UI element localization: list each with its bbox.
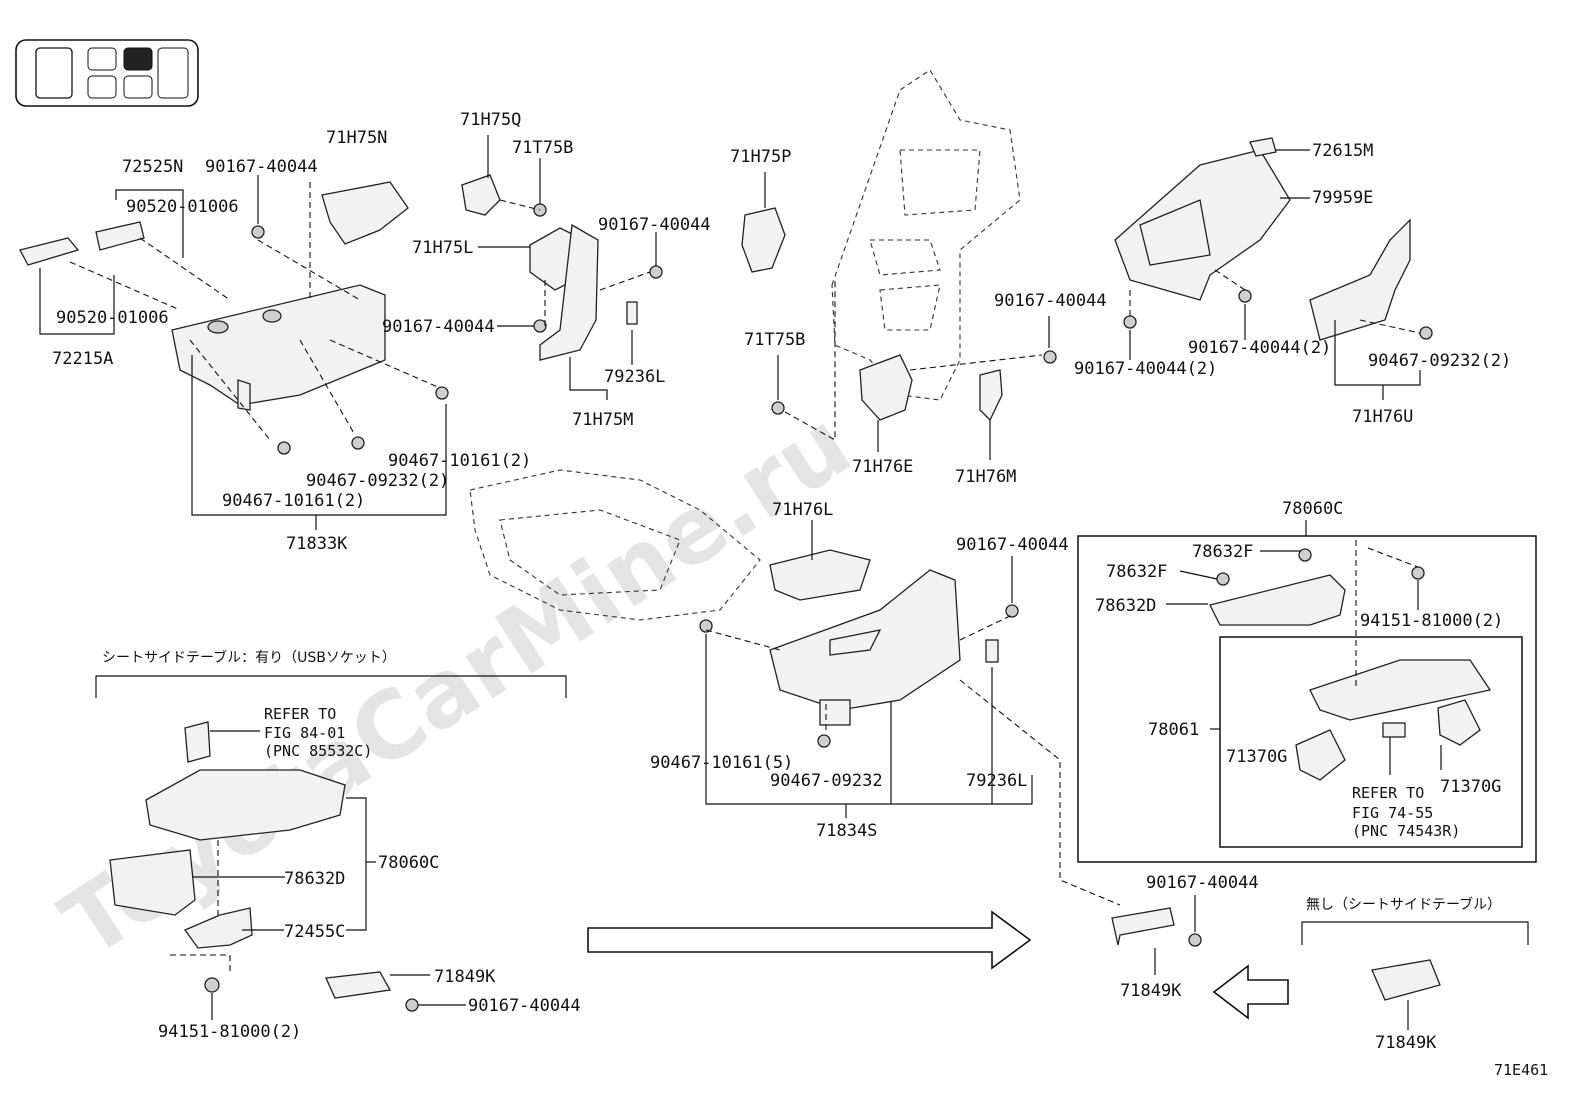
label-78632F: 78632F (1192, 542, 1253, 562)
note-with-table: シートサイドテーブル：有り（USBソケット） (102, 649, 396, 666)
label-90167-40044: 90167-40044 (382, 317, 495, 337)
label-71H76M: 71H76M (955, 467, 1016, 487)
label-71370G: 71370G (1226, 747, 1287, 767)
label-79236L: 79236L (604, 367, 665, 387)
floor-frame-center (741, 69, 1057, 422)
label-90467-09232: 90467-09232(2) (306, 471, 449, 491)
label-90467-10161-5: 90467-10161(5) (650, 753, 793, 773)
table-assembly-78060C (1077, 535, 1537, 863)
label-71H76U: 71H76U (1352, 407, 1413, 427)
refer-label-line3: (PNC 74543R) (1352, 822, 1460, 840)
label-90167-40044: 90167-40044 (468, 996, 581, 1016)
label-94151-81000-2: 94151-81000(2) (1360, 611, 1503, 631)
label-71H75L: 71H75L (412, 238, 473, 258)
floor-frame-middle (469, 469, 1019, 748)
label-72525N: 72525N (122, 157, 183, 177)
refer-usb-line2: FIG 84-01 (264, 724, 345, 742)
label-71H76E: 71H76E (852, 457, 913, 477)
left-arrow-icon (1212, 964, 1289, 1020)
label-78060C: 78060C (378, 853, 439, 873)
label-90467-10161: 90467-10161(2) (388, 451, 531, 471)
label-71H75N: 71H75N (326, 128, 387, 148)
refer-label-line2: FIG 74-55 (1352, 804, 1433, 822)
label-71849K: 71849K (1120, 981, 1182, 1001)
label-71H75P: 71H75P (730, 147, 791, 167)
label-71849K: 71849K (434, 967, 496, 987)
label-90167-40044: 90167-40044 (205, 157, 318, 177)
label-71H75Q: 71H75Q (460, 110, 521, 130)
label-90167-40044: 90167-40044 (956, 535, 1069, 555)
cover-71833K (19, 181, 449, 455)
label-90467-09232: 90467-09232 (770, 771, 883, 791)
cover-71H75M (461, 174, 663, 361)
label-78632F: 78632F (1106, 562, 1167, 582)
note-without-table: 無し（シートサイドテーブル） (1306, 896, 1501, 913)
label-90167-40044-2: 90167-40044(2) (1074, 359, 1217, 379)
label-78060C: 78060C (1282, 499, 1343, 519)
label-71T75B: 71T75B (744, 330, 805, 350)
label-71834S: 71834S (816, 821, 877, 841)
label-71849K: 71849K (1375, 1033, 1437, 1053)
label-71T75B: 71T75B (512, 138, 573, 158)
bracket-71849K (1111, 907, 1529, 1001)
refer-usb-line1: REFER TO (264, 705, 336, 723)
label-78061: 78061 (1148, 720, 1199, 740)
label-90467-10161: 90467-10161(2) (222, 491, 365, 511)
label-71833K: 71833K (286, 534, 348, 554)
right-arrow-icon (587, 910, 1032, 970)
label-90167-40044: 90167-40044 (994, 291, 1107, 311)
label-71370G: 71370G (1440, 777, 1501, 797)
label-78632D: 78632D (1095, 596, 1156, 616)
label-72615M: 72615M (1312, 141, 1373, 161)
label-90167-40044: 90167-40044 (1146, 873, 1259, 893)
label-94151-81000-2: 94151-81000(2) (158, 1022, 301, 1042)
label-90167-40044-2: 90167-40044(2) (1188, 338, 1331, 358)
diagram-id: 71E461 (1494, 1061, 1548, 1079)
part-labels: 72525N 90167-40044 71H75N 90520-01006 90… (52, 110, 1548, 1079)
refer-label-line1: REFER TO (1352, 784, 1424, 802)
label-72455C: 72455C (284, 922, 345, 942)
label-90520-01006: 90520-01006 (126, 197, 239, 217)
label-72215A: 72215A (52, 349, 113, 369)
label-79236L: 79236L (966, 771, 1027, 791)
seat-layout-icon (15, 39, 199, 107)
label-71H76L: 71H76L (772, 500, 833, 520)
label-78632D: 78632D (284, 869, 345, 889)
duct-79959E (1114, 137, 1433, 341)
label-90467-09232-2: 90467-09232(2) (1368, 351, 1511, 371)
refer-usb-line3: (PNC 85532C) (264, 742, 372, 760)
label-90520-01006: 90520-01006 (56, 308, 169, 328)
label-71H75M: 71H75M (572, 410, 633, 430)
usb-table-group (95, 675, 567, 1012)
label-90167-40044: 90167-40044 (598, 215, 711, 235)
label-79959E: 79959E (1312, 188, 1373, 208)
